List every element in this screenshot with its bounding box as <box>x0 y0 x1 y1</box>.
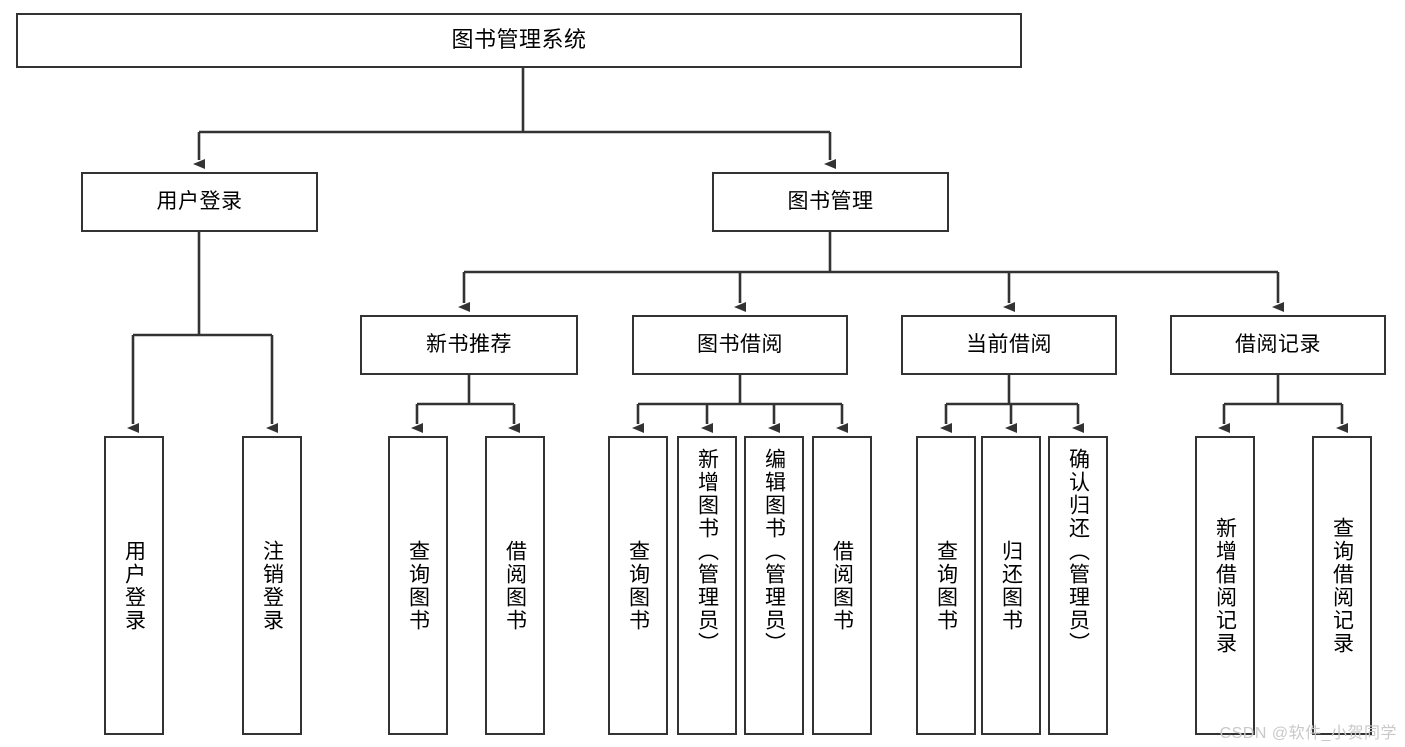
node-label: 查询图书 <box>626 539 650 632</box>
node-label: 编辑图书（管理员） <box>762 448 786 655</box>
node-label: 图书借阅 <box>697 333 783 357</box>
node-label: 借阅图书 <box>503 539 527 632</box>
node-label: 查询图书 <box>934 539 958 632</box>
node-user-login[interactable]: 用户登录 <box>81 172 318 232</box>
node-label: 图书管理 <box>787 190 874 214</box>
node-label: 查询图书 <box>406 539 430 632</box>
leaf-add-borrow-record[interactable]: 新增借阅记录 <box>1195 436 1255 735</box>
node-label: 当前借阅 <box>966 333 1052 357</box>
leaf-query-book-borrow[interactable]: 查询图书 <box>608 436 668 735</box>
leaf-return-book[interactable]: 归还图书 <box>981 436 1041 735</box>
leaf-add-book-admin[interactable]: 新增图书（管理员） <box>677 436 737 735</box>
node-label: 借阅图书 <box>830 539 854 632</box>
node-borrow-record[interactable]: 借阅记录 <box>1170 315 1386 375</box>
node-book-borrow[interactable]: 图书借阅 <box>632 315 848 375</box>
leaf-query-book-current[interactable]: 查询图书 <box>916 436 976 735</box>
node-label: 注销登录 <box>260 539 284 632</box>
node-label: 查询借阅记录 <box>1330 516 1354 655</box>
node-label: 图书管理系统 <box>451 27 587 53</box>
node-label: 用户登录 <box>156 190 243 214</box>
node-root-library-system[interactable]: 图书管理系统 <box>16 13 1022 68</box>
node-label: 归还图书 <box>999 539 1023 632</box>
leaf-borrow-book-recommend[interactable]: 借阅图书 <box>485 436 545 735</box>
node-current-borrow[interactable]: 当前借阅 <box>901 315 1117 375</box>
csdn-watermark: CSDN @软件_小贺同学 <box>1219 725 1397 742</box>
leaf-edit-book-admin[interactable]: 编辑图书（管理员） <box>744 436 804 735</box>
leaf-confirm-return-admin[interactable]: 确认归还（管理员） <box>1048 436 1108 735</box>
leaf-borrow-book[interactable]: 借阅图书 <box>812 436 872 735</box>
node-label: 新书推荐 <box>426 333 512 357</box>
leaf-query-book-recommend[interactable]: 查询图书 <box>388 436 448 735</box>
node-label: 确认归还（管理员） <box>1066 448 1090 655</box>
leaf-logout[interactable]: 注销登录 <box>242 436 302 735</box>
node-label: 用户登录 <box>122 539 146 632</box>
node-label: 借阅记录 <box>1235 333 1321 357</box>
node-label: 新增图书（管理员） <box>695 448 719 655</box>
node-book-management[interactable]: 图书管理 <box>712 172 949 232</box>
node-new-book-recommend[interactable]: 新书推荐 <box>360 315 578 375</box>
node-label: 新增借阅记录 <box>1213 516 1237 655</box>
leaf-query-borrow-record[interactable]: 查询借阅记录 <box>1312 436 1372 735</box>
leaf-user-login[interactable]: 用户登录 <box>104 436 164 735</box>
